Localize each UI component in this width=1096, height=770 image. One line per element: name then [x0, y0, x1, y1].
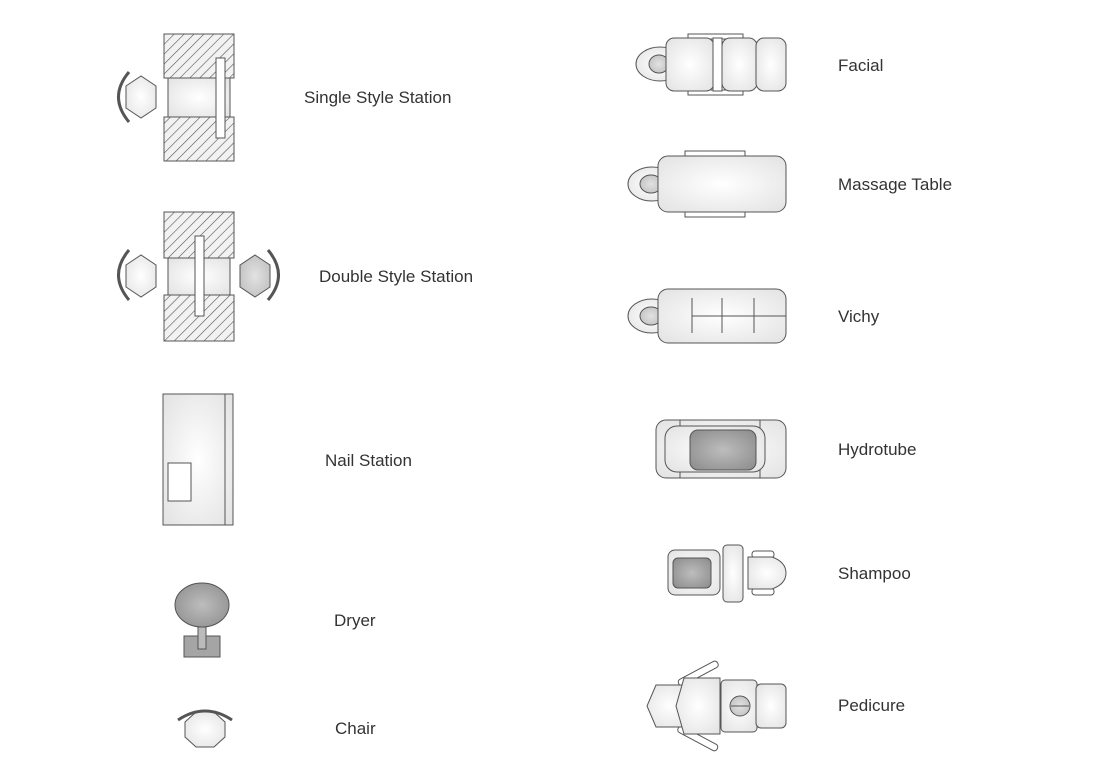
- facial-label: Facial: [838, 56, 884, 75]
- vichy-symbol[interactable]: [627, 288, 787, 344]
- single-style-station-symbol[interactable]: [117, 33, 235, 162]
- hydrotube-label: Hydrotube: [838, 440, 917, 459]
- double-style-station-symbol[interactable]: [117, 211, 280, 342]
- nail-station-label: Nail Station: [325, 451, 412, 470]
- chair-symbol[interactable]: [177, 709, 233, 748]
- facial-symbol[interactable]: [635, 33, 787, 96]
- pedicure-symbol[interactable]: [646, 660, 787, 752]
- single-style-station-label: Single Style Station: [304, 88, 452, 107]
- hydrotube-symbol[interactable]: [655, 419, 787, 479]
- dryer-label: Dryer: [334, 611, 376, 630]
- nail-station-symbol[interactable]: [162, 393, 234, 526]
- shampoo-label: Shampoo: [838, 564, 911, 583]
- shampoo-symbol[interactable]: [667, 544, 787, 603]
- chair-label: Chair: [335, 719, 376, 738]
- dryer-symbol[interactable]: [174, 582, 230, 658]
- pedicure-label: Pedicure: [838, 696, 906, 715]
- massage-table-label: Massage Table: [838, 175, 953, 194]
- vichy-label: Vichy: [838, 307, 880, 326]
- double-style-station-label: Double Style Station: [319, 267, 474, 286]
- massage-table-symbol[interactable]: [627, 150, 787, 218]
